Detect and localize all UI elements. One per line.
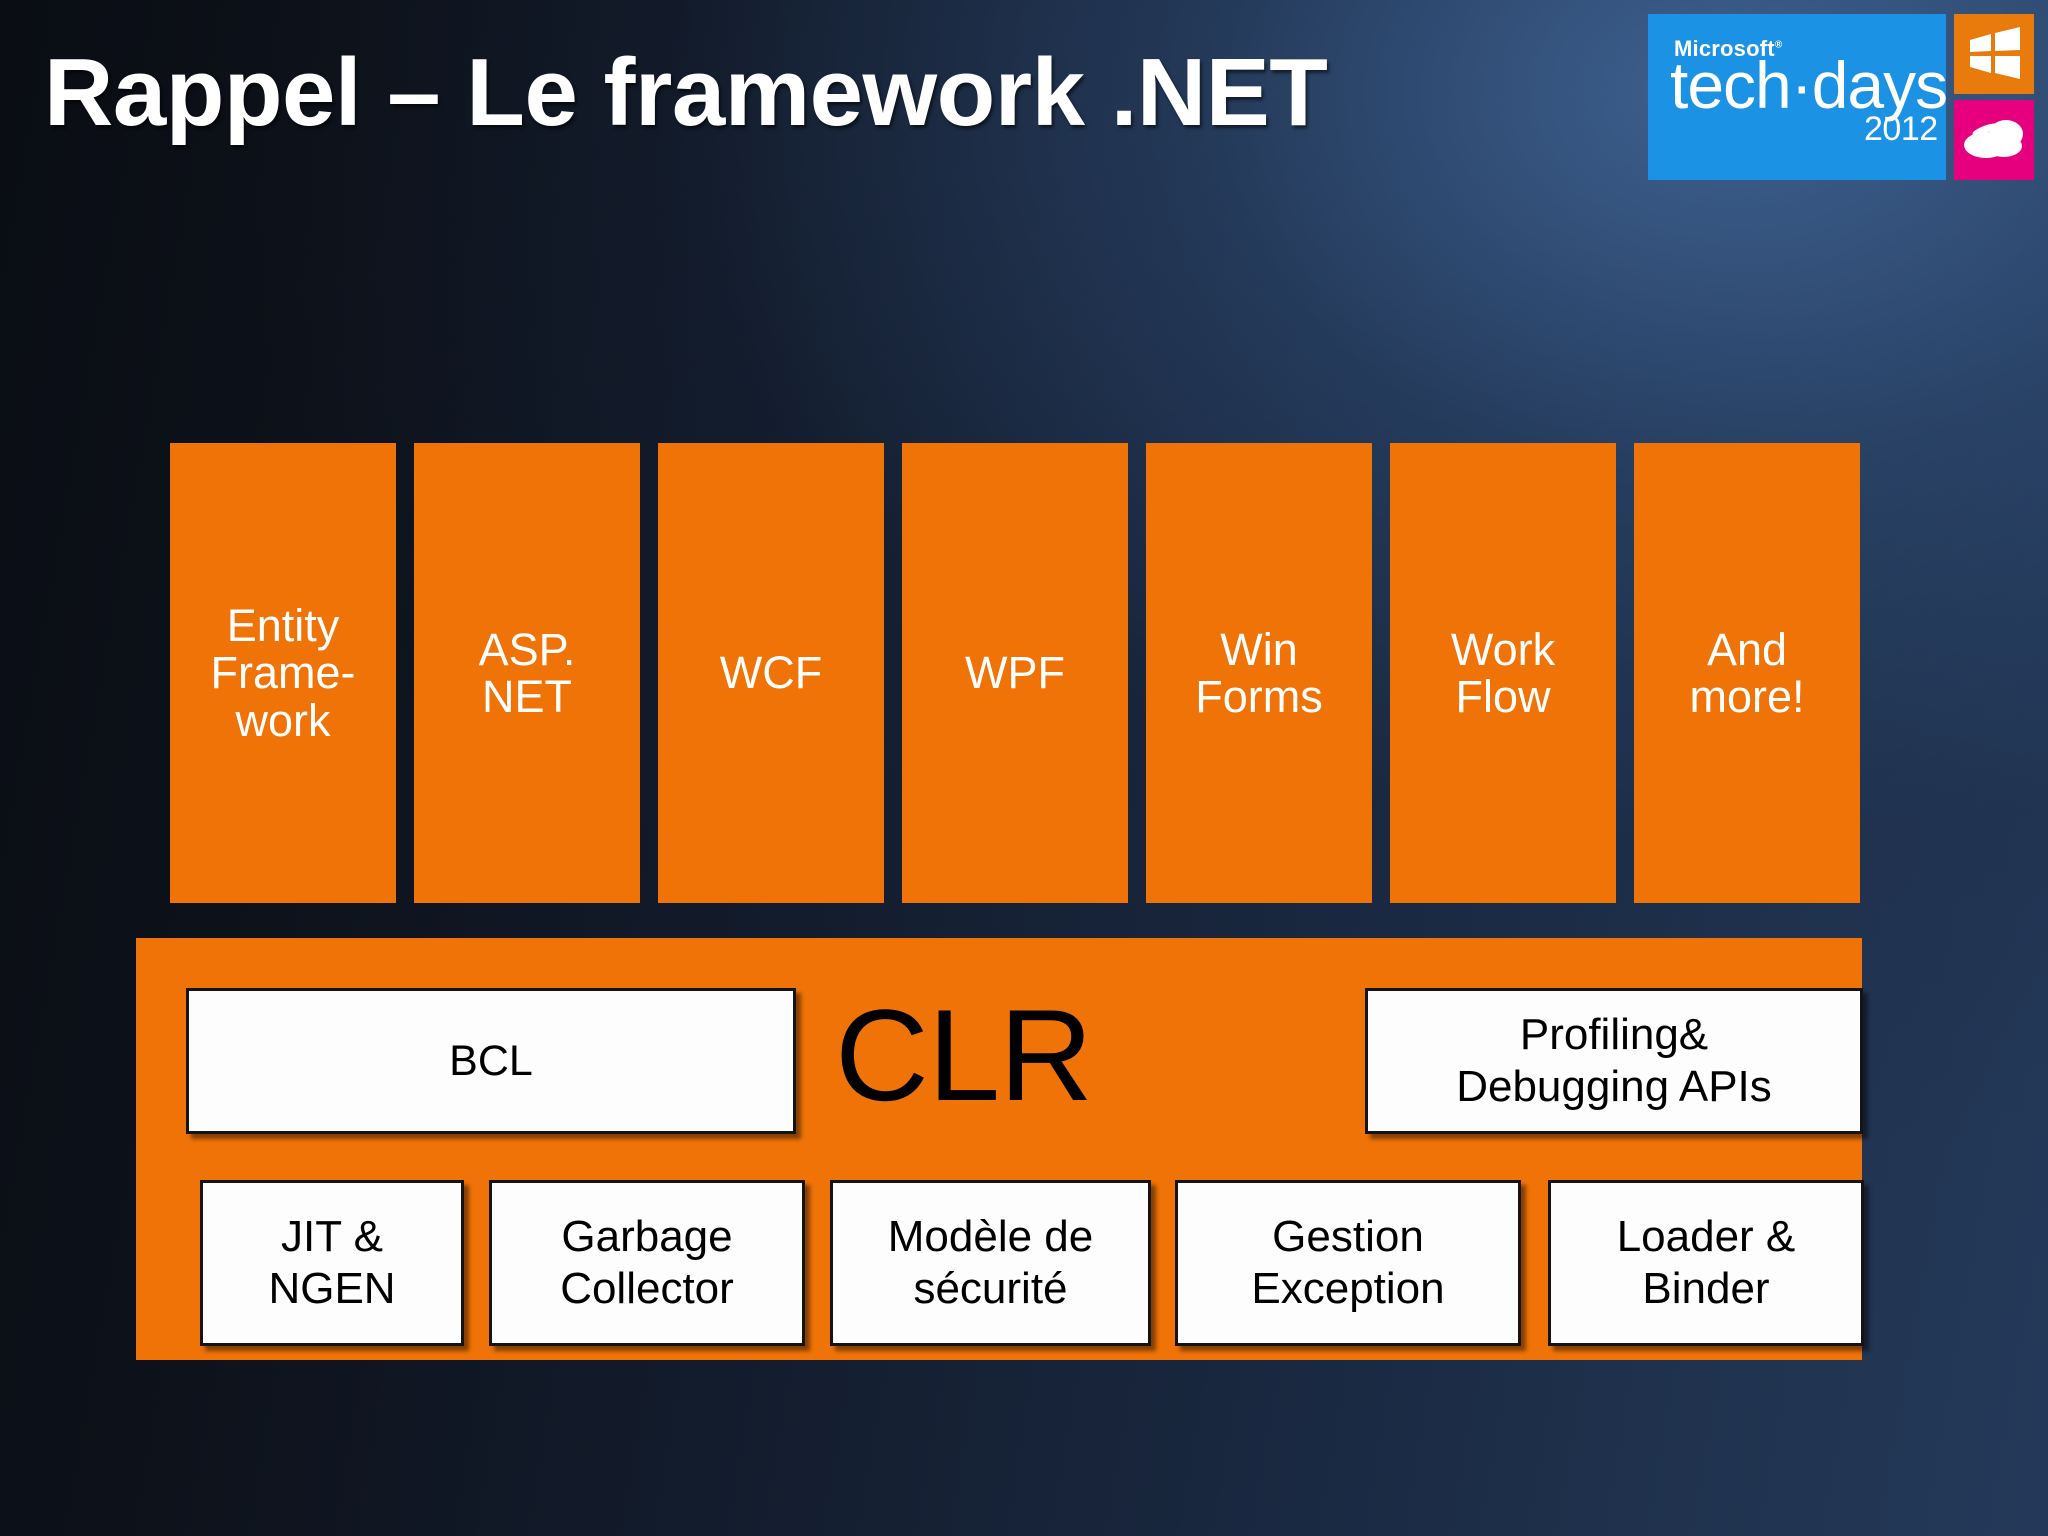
clr-box-profiling-debugging-apis[interactable]: Profiling& Debugging APIs (1365, 988, 1863, 1134)
framework-column-label: Win Forms (1195, 623, 1323, 722)
framework-columns-row: Entity Frame- work ASP. NET WCF WPF Win … (170, 443, 1860, 903)
microsoft-wordmark: Microsoft® (1674, 36, 1783, 61)
page-title: Rappel – Le framework .NET (44, 39, 1328, 146)
framework-column-label: WPF (965, 647, 1065, 699)
windows-flag-icon (1954, 14, 2034, 94)
framework-column-label: Work Flow (1450, 623, 1556, 722)
framework-column-label: Entity Frame- work (210, 600, 356, 746)
techdays-year: 2012 (1864, 110, 1938, 148)
clr-box-garbage-collector[interactable]: Garbage Collector (489, 1180, 805, 1346)
framework-column-win-forms[interactable]: Win Forms (1146, 443, 1372, 903)
framework-column-and-more[interactable]: And more! (1634, 443, 1860, 903)
clr-box-gestion-exception[interactable]: Gestion Exception (1175, 1180, 1521, 1346)
clr-box-jit-ngen[interactable]: JIT & NGEN (200, 1180, 464, 1346)
framework-column-label: WCF (719, 647, 823, 699)
techdays-logo: Microsoft® tech·days 2012 (1648, 14, 2038, 180)
clr-box-modele-de-securite[interactable]: Modèle de sécurité (830, 1180, 1151, 1346)
framework-column-wcf[interactable]: WCF (658, 443, 884, 903)
clr-box-loader-binder[interactable]: Loader & Binder (1548, 1180, 1864, 1346)
techdays-wordmark: tech·days (1670, 48, 1948, 122)
framework-column-label: ASP. NET (478, 623, 576, 722)
framework-column-asp-net[interactable]: ASP. NET (414, 443, 640, 903)
framework-column-wpf[interactable]: WPF (902, 443, 1128, 903)
framework-column-label: And more! (1689, 623, 1805, 722)
cloud-icon (1954, 100, 2034, 180)
framework-column-work-flow[interactable]: Work Flow (1390, 443, 1616, 903)
framework-column-entity-framework[interactable]: Entity Frame- work (170, 443, 396, 903)
techdays-logo-panel: Microsoft® tech·days 2012 (1648, 14, 1948, 180)
clr-title: CLR (835, 982, 1093, 1128)
clr-box-bcl[interactable]: BCL (186, 988, 796, 1134)
